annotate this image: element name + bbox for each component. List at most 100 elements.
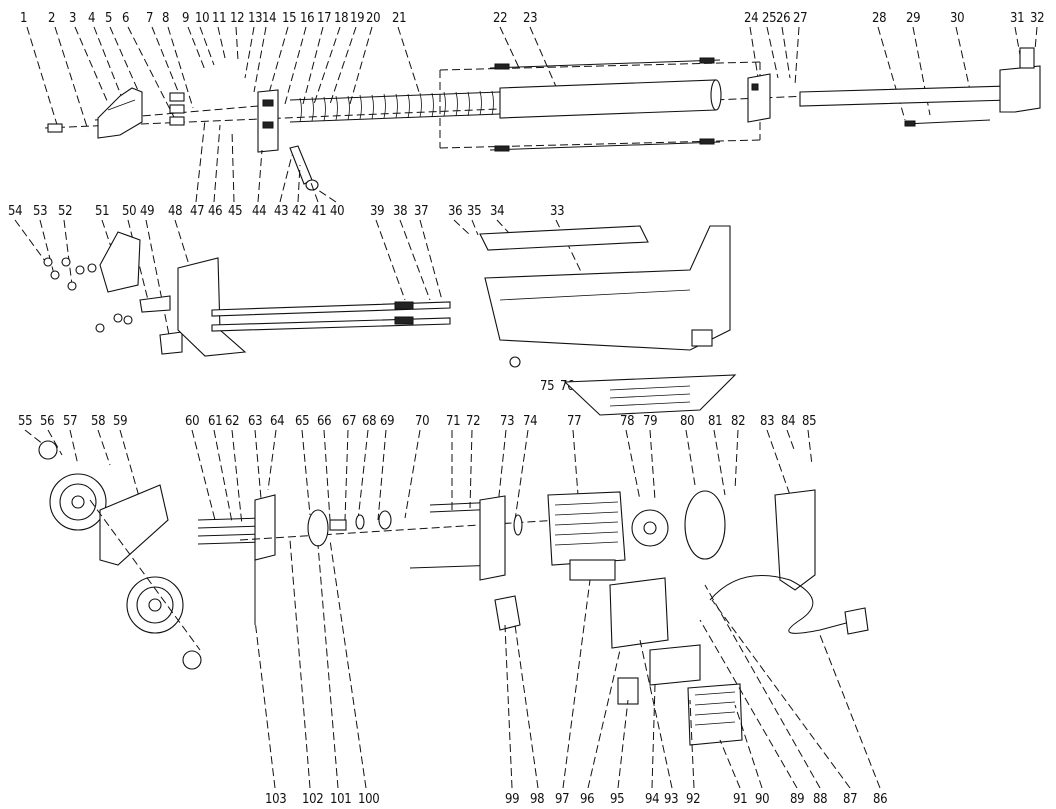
bottom-shield-part: [563, 374, 737, 416]
fan-cover-part: [684, 490, 726, 560]
part-label: 30: [950, 11, 964, 26]
part-label: 52: [58, 204, 72, 219]
leader-lines-bottom: [254, 539, 881, 789]
shield-part: [479, 225, 649, 251]
part-label: 77: [567, 414, 581, 429]
part-label: 94: [645, 792, 659, 807]
part-label: 101: [330, 792, 351, 807]
part-label: 67: [342, 414, 356, 429]
part-label: 78: [620, 414, 634, 429]
label-group-top-row: 1 2 3 4 5 6 7 8 9 10 11 12 13 14 15 16 1…: [20, 11, 1045, 26]
endcap-part: [747, 73, 771, 123]
part-label: 48: [168, 204, 182, 219]
part-label: 100: [358, 792, 379, 807]
part-label: 32: [1030, 11, 1044, 26]
bracket-part: [97, 87, 143, 139]
part-label: 39: [370, 204, 384, 219]
row3-parts: [38, 440, 869, 746]
part-label: 41: [312, 204, 326, 219]
part-label: 58: [91, 414, 105, 429]
part-label: 4: [88, 11, 95, 26]
part-label: 19: [350, 11, 364, 26]
part-label: 55: [18, 414, 32, 429]
part-label: 8: [162, 11, 169, 26]
part-label: 14: [262, 11, 276, 26]
part-label: 70: [415, 414, 429, 429]
switch-box-part: [609, 577, 669, 649]
part-label: 23: [523, 11, 537, 26]
part-label: 93: [664, 792, 678, 807]
housing-part: [484, 225, 731, 351]
part-label: 44: [252, 204, 266, 219]
part-label: 62: [225, 414, 239, 429]
part-label: 61: [208, 414, 222, 429]
part-label: 49: [140, 204, 154, 219]
part-label: 24: [744, 11, 758, 26]
part-label: 91: [733, 792, 747, 807]
part-label: 74: [523, 414, 537, 429]
cylinder-part: [499, 79, 717, 119]
leader-lines-row3: [24, 429, 813, 526]
part-label: 40: [330, 204, 344, 219]
part-label: 72: [466, 414, 480, 429]
part-label: 60: [185, 414, 199, 429]
part-label: 17: [317, 11, 331, 26]
label-group-row2: 54 53 52 51 50 49 48 39 38 37 36 35 34 3…: [8, 204, 575, 394]
part-label: 95: [610, 792, 624, 807]
part-label: 53: [33, 204, 47, 219]
part-label: 3: [69, 11, 76, 26]
part-label: 16: [300, 11, 314, 26]
part-label: 96: [580, 792, 594, 807]
motor-part: [547, 491, 626, 566]
part-label: 22: [493, 11, 507, 26]
part-label: 80: [680, 414, 694, 429]
part-label: 51: [95, 204, 109, 219]
part-label: 71: [446, 414, 460, 429]
part-label: 66: [317, 414, 331, 429]
part-label: 43: [274, 204, 288, 219]
plug-part: [844, 607, 869, 635]
part-label: 82: [731, 414, 745, 429]
part-label: 85: [802, 414, 816, 429]
leader-lines-row2: [14, 219, 586, 341]
cap-part: [182, 650, 202, 670]
part-label: 46: [208, 204, 222, 219]
part-label: 86: [873, 792, 887, 807]
part-label: 83: [760, 414, 774, 429]
part-label: 45: [228, 204, 242, 219]
part-label: 92: [686, 792, 700, 807]
flange-part: [257, 89, 279, 153]
part-label: 68: [362, 414, 376, 429]
leader-lines-row1-bottom: [195, 119, 337, 203]
label-group-bottom: 103 102 101 100 99 98 97 96 95 94 93 92 …: [265, 792, 888, 807]
part-label: 28: [872, 11, 886, 26]
shaft-part: [799, 85, 1011, 107]
part-label: 25: [762, 11, 776, 26]
part-label: 20: [366, 11, 380, 26]
part-label: 27: [793, 11, 807, 26]
bracket-part: [99, 231, 141, 293]
part-label: 99: [505, 792, 519, 807]
part-label: 102: [302, 792, 323, 807]
part-label: 31: [1010, 11, 1024, 26]
part-label: 12: [230, 11, 244, 26]
label-group-row3: 55 56 57 58 59 60 61 62 63 64 65 66 67 6…: [18, 414, 817, 429]
part-label: 57: [63, 414, 77, 429]
part-label: 18: [334, 11, 348, 26]
part-label: 50: [122, 204, 136, 219]
part-label: 59: [113, 414, 127, 429]
cap-part: [38, 440, 58, 460]
part-label: 90: [755, 792, 769, 807]
part-label: 1: [20, 11, 27, 26]
part-label: 15: [282, 11, 296, 26]
spring-part: [289, 90, 501, 123]
part-label: 54: [8, 204, 22, 219]
part-label: 7: [146, 11, 153, 26]
part-label: 79: [643, 414, 657, 429]
part-label: 2: [48, 11, 55, 26]
part-label: 21: [392, 11, 406, 26]
part-label: 13: [248, 11, 262, 26]
part-label: 63: [248, 414, 262, 429]
part-label: 47: [190, 204, 204, 219]
